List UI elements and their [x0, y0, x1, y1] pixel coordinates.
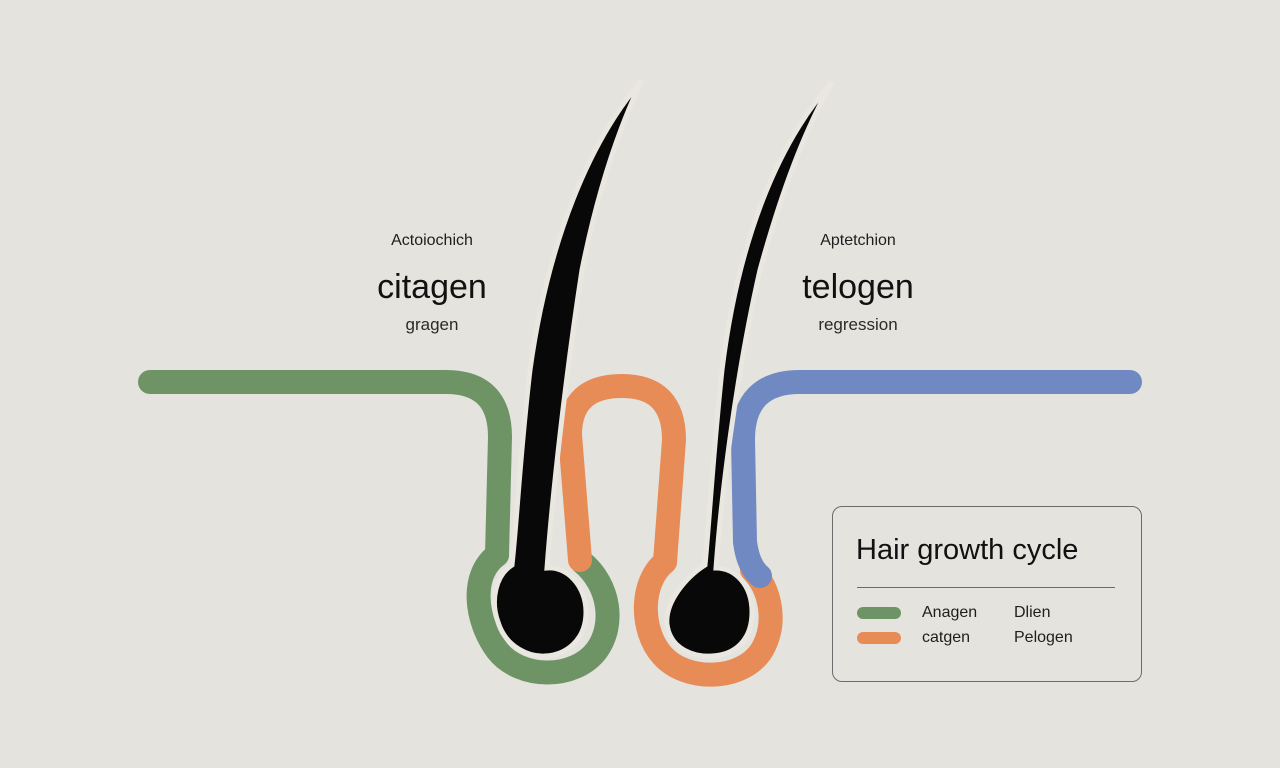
- catagen-follicle-ring: [633, 550, 783, 687]
- hair-shaft-left: [492, 78, 645, 659]
- stage-right-title: telogen: [802, 268, 914, 306]
- legend-swatch-anagen: [857, 607, 901, 619]
- legend-label-anagen: Anagen: [922, 604, 978, 621]
- stage-left-title: citagen: [377, 268, 487, 306]
- stage-label-left: Actoiochich citagen gragen: [282, 231, 582, 335]
- legend-item: Anagen Dlien: [857, 603, 1127, 623]
- legend-label-catgen: catgen: [922, 629, 971, 646]
- stage-right-caption: Aptetchion: [820, 232, 896, 249]
- legend-item: catgen Pelogen: [857, 628, 1127, 648]
- anagen-band: [138, 370, 512, 567]
- legend-swatch-catgen: [857, 632, 901, 644]
- legend: Hair growth cycle Anagen Dlien catgen Pe…: [832, 506, 1142, 682]
- stage-right-subtitle: regression: [818, 315, 898, 334]
- hair-shaft-right: [664, 80, 835, 659]
- legend-extra-1: Dlien: [1014, 604, 1051, 621]
- stage-label-right: Aptetchion telogen regression: [708, 231, 1008, 335]
- stage-left-subtitle: gragen: [405, 315, 459, 334]
- legend-title: Hair growth cycle: [856, 534, 1079, 566]
- legend-divider: [857, 587, 1115, 588]
- anagen-follicle-ring: [466, 543, 620, 685]
- stage-left-caption: Actoiochich: [391, 232, 473, 249]
- telogen-band: [731, 370, 1142, 588]
- catagen-loop: [558, 374, 686, 574]
- legend-extra-2: Pelogen: [1014, 629, 1073, 646]
